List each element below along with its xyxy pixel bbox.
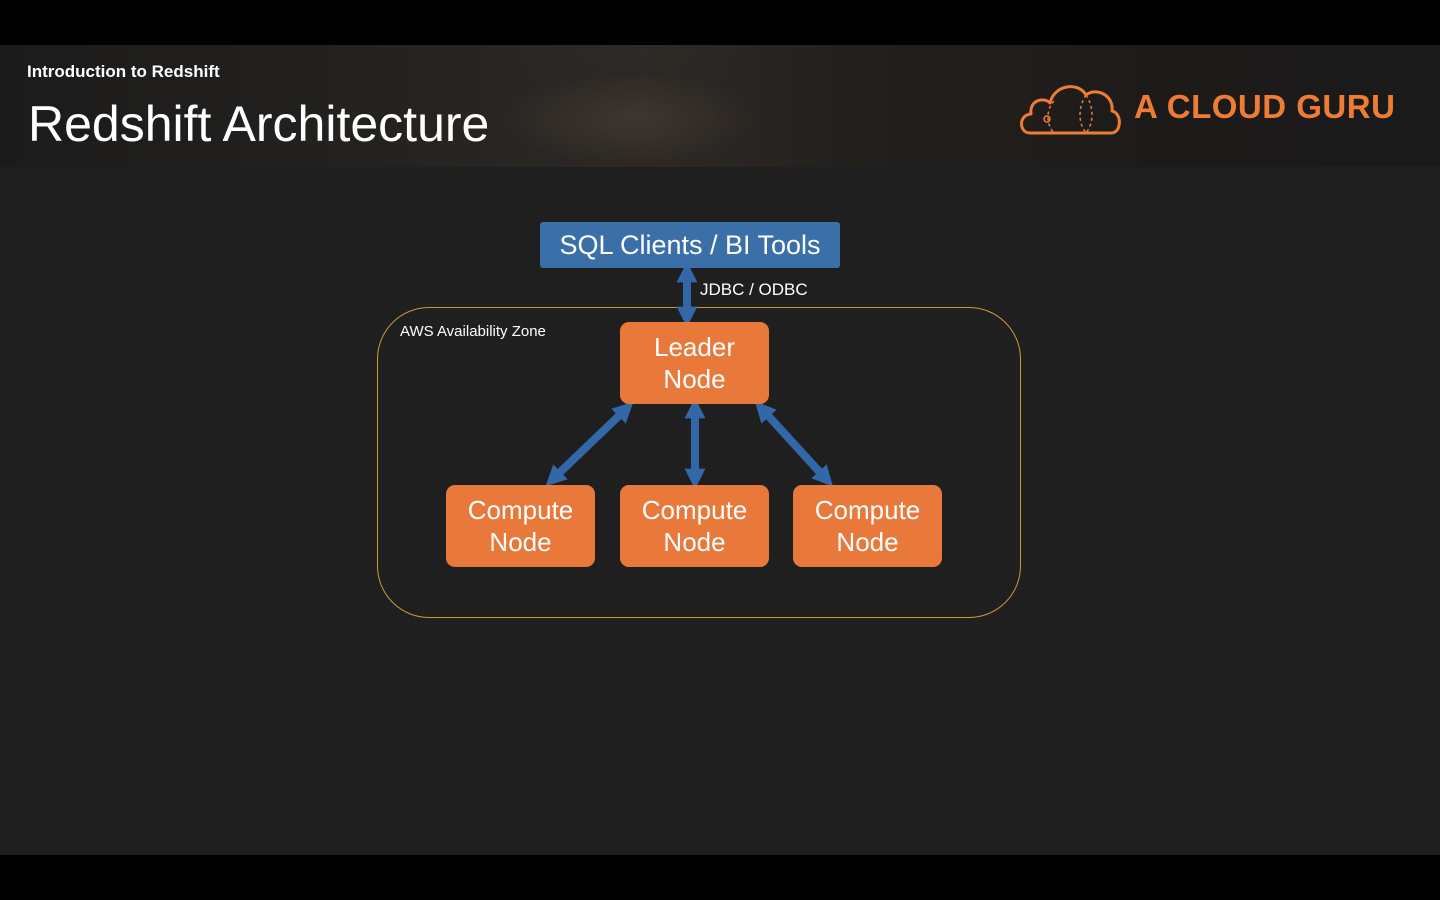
leader-node-line1: Leader [654,332,735,362]
slide: Introduction to Redshift Redshift Archit… [0,45,1440,855]
compute-node-line2: Node [836,527,899,557]
compute-node-line2: Node [489,527,552,557]
letterbox-bottom [0,855,1440,900]
leader-node-line2: Node [663,364,726,394]
compute-node-line1: Compute [814,495,921,525]
logo-text: A CLOUD GURU [1134,88,1396,125]
connection-label: JDBC / ODBC [700,280,808,299]
cloud-icon [1020,85,1121,135]
slide-subtitle: Introduction to Redshift [27,62,220,81]
compute-node-2: Compute Node [620,485,769,567]
compute-node-3: Compute Node [793,485,942,567]
availability-zone-boundary [377,307,1021,618]
a-cloud-guru-logo: A CLOUD GURU [1016,73,1406,139]
slide-title: Redshift Architecture [28,96,490,152]
letterbox-top [0,0,1440,45]
leader-compute-3-arrow [754,401,834,487]
compute-node-line2: Node [663,527,726,557]
header-background-photo [420,45,840,167]
compute-node-1: Compute Node [446,485,595,567]
leader-compute-1-arrow [545,401,634,487]
sql-clients-box: SQL Clients / BI Tools [540,222,840,268]
slide-header: Introduction to Redshift Redshift Archit… [0,45,1440,167]
availability-zone-label: AWS Availability Zone [400,323,546,340]
leader-node: Leader Node [620,322,769,404]
compute-node-line1: Compute [467,495,574,525]
connector-arrows [545,261,834,490]
architecture-diagram: AWS Availability Zone SQL Clients / BI T… [0,45,1440,855]
compute-node-line1: Compute [641,495,748,525]
